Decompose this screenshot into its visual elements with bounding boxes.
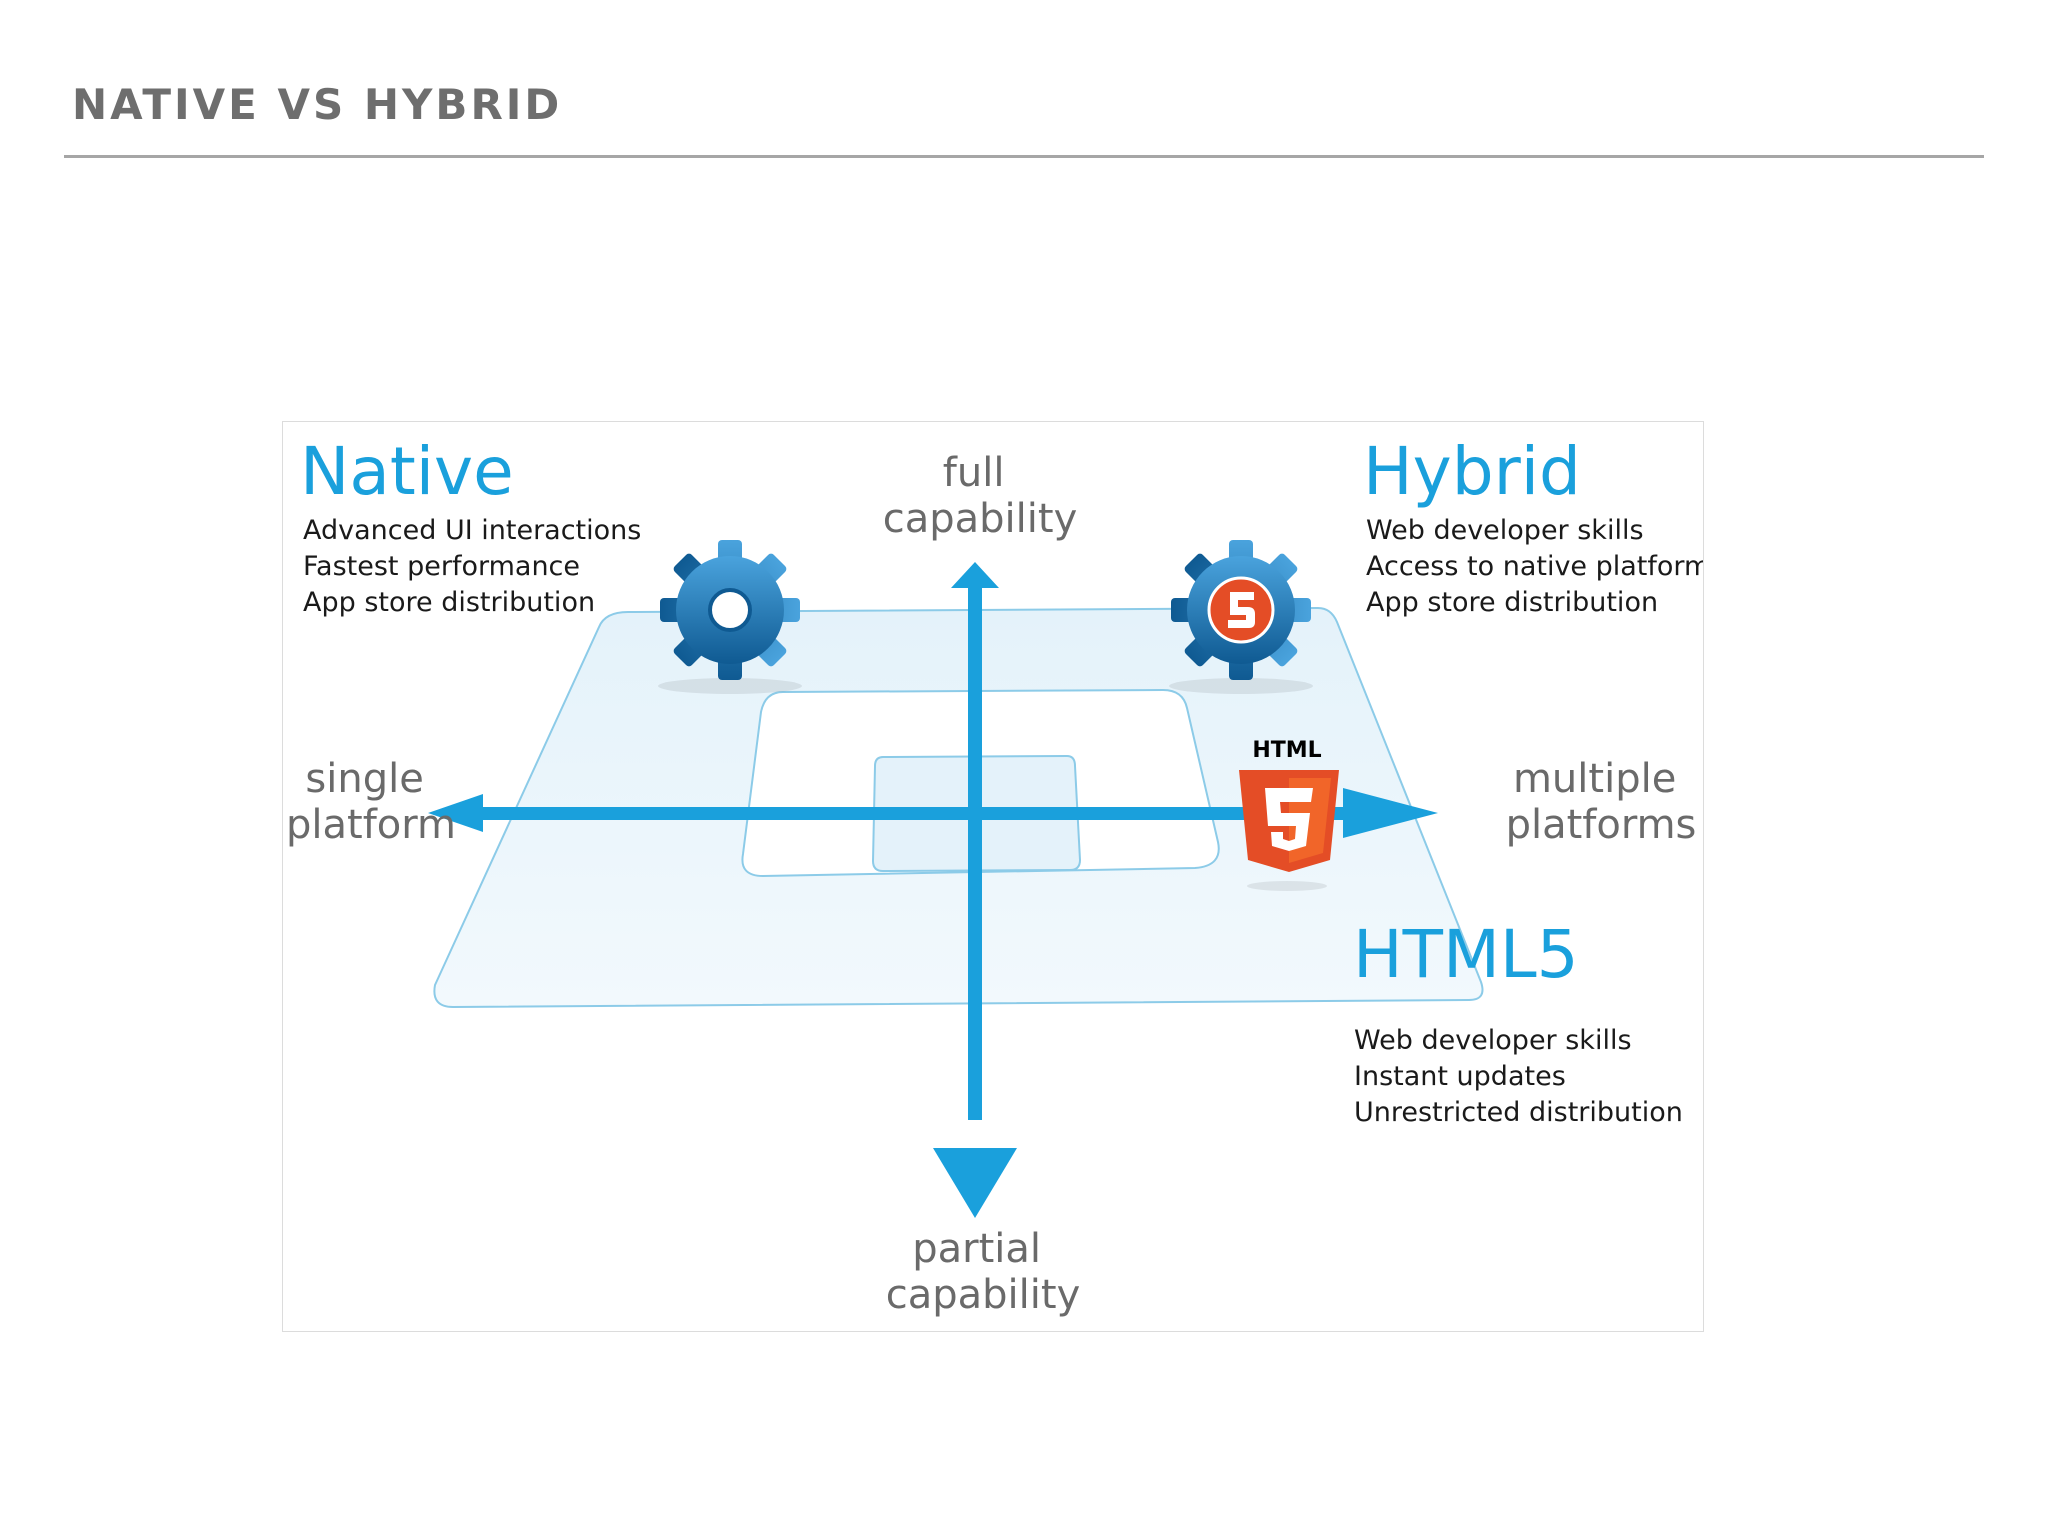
axis-right-label: multiple platforms (1506, 756, 1697, 848)
html5-points: Web developer skills Instant updates Unr… (1354, 1025, 1683, 1128)
hybrid-heading: Hybrid (1363, 433, 1581, 510)
html5-shield-icon: HTML (1239, 738, 1339, 891)
gear-icon (658, 540, 802, 694)
axis-top-label: full capability (883, 450, 1078, 542)
html5-heading: HTML5 (1353, 916, 1579, 993)
html5-gear-icon (1169, 540, 1313, 694)
axis-left-label: single platform (286, 756, 456, 848)
native-heading: Native (300, 433, 514, 510)
native-vs-hybrid-diagram: full capability partial capability singl… (282, 421, 1704, 1332)
horizontal-axis-line (463, 807, 1363, 820)
arrow-up (951, 562, 999, 588)
vertical-axis-line (968, 570, 982, 1120)
hybrid-points: Web developer skills Access to native pl… (1366, 515, 1703, 618)
svg-text:HTML: HTML (1252, 738, 1321, 763)
slide-title: NATIVE VS HYBRID (72, 80, 563, 129)
arrow-left (428, 794, 483, 832)
axis-bottom-label: partial capability (886, 1226, 1081, 1318)
axis-arrows (428, 562, 1438, 1218)
diagram-canvas: full capability partial capability singl… (286, 433, 1703, 1318)
arrow-down (933, 1148, 1017, 1218)
native-points: Advanced UI interactions Fastest perform… (303, 515, 650, 618)
arrow-right (1343, 788, 1438, 838)
title-divider (64, 155, 1984, 158)
